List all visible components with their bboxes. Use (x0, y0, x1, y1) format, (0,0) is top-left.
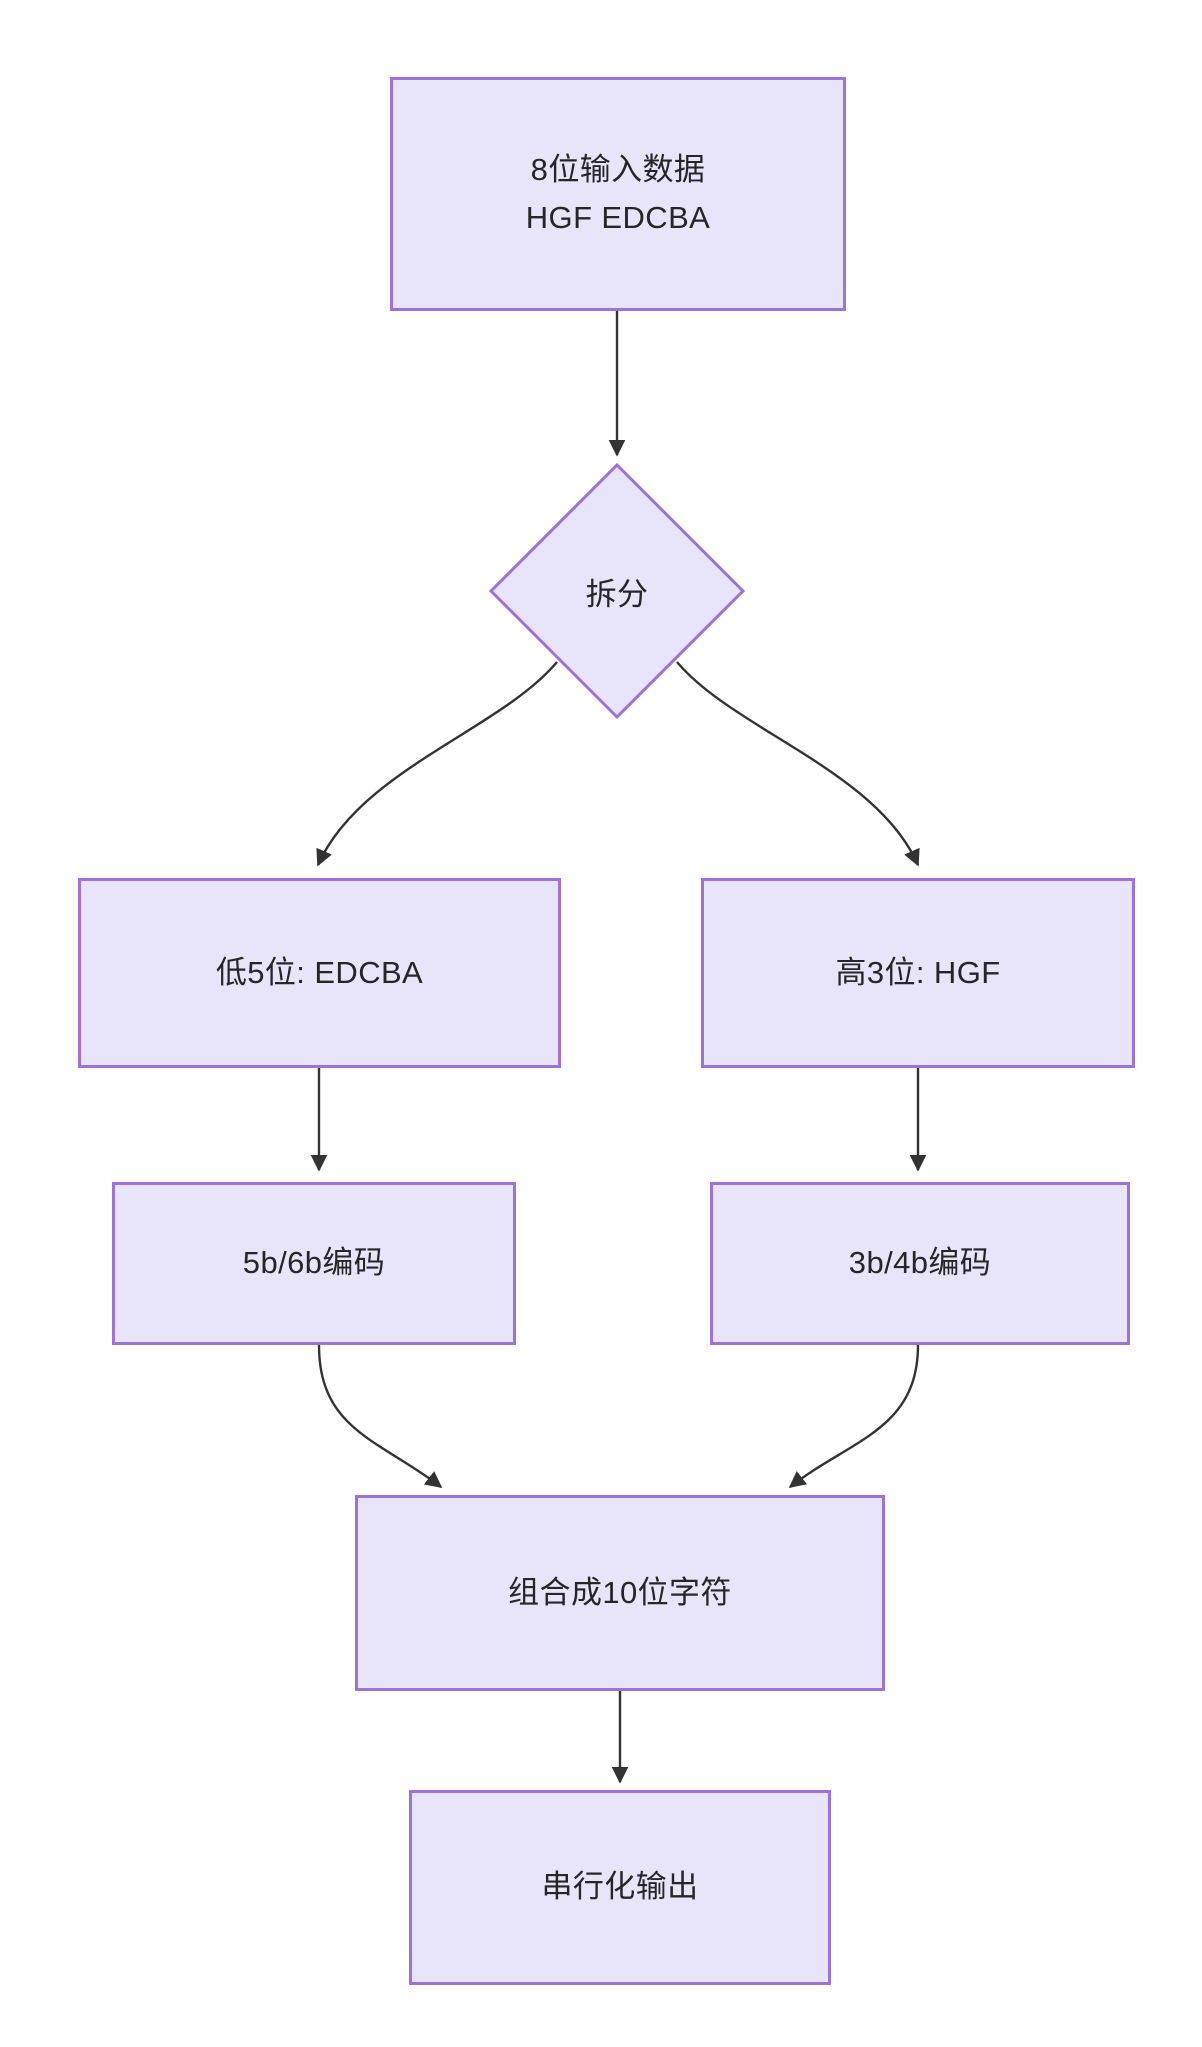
node-high3-label: 高3位: HGF (835, 954, 1001, 990)
node-serialize[interactable]: 串行化输出 (409, 1790, 831, 1985)
node-split-label: 拆分 (585, 576, 649, 612)
node-serialize-label: 串行化输出 (541, 1869, 699, 1905)
node-encode-5b6b-label: 5b/6b编码 (242, 1245, 386, 1281)
node-combine-label: 组合成10位字符 (508, 1574, 732, 1610)
node-input-line-1: 8位输入数据 (530, 151, 706, 187)
node-input[interactable]: 8位输入数据 HGF EDCBA (390, 77, 846, 311)
node-input-line-2: HGF EDCBA (525, 200, 711, 235)
edge-enc56-to-combine (317, 1344, 443, 1489)
node-encode-3b4b-label: 3b/4b编码 (848, 1245, 992, 1281)
node-high3[interactable]: 高3位: HGF (701, 878, 1135, 1068)
node-encode-3b4b[interactable]: 3b/4b编码 (710, 1182, 1130, 1345)
edge-enc34-to-combine (788, 1344, 920, 1489)
node-encode-5b6b[interactable]: 5b/6b编码 (112, 1182, 516, 1345)
node-split[interactable]: 拆分 (488, 462, 746, 720)
node-low5[interactable]: 低5位: EDCBA (78, 878, 561, 1068)
diamond-shape-icon (488, 462, 746, 720)
node-combine[interactable]: 组合成10位字符 (355, 1495, 885, 1691)
node-low5-label: 低5位: EDCBA (215, 954, 424, 990)
